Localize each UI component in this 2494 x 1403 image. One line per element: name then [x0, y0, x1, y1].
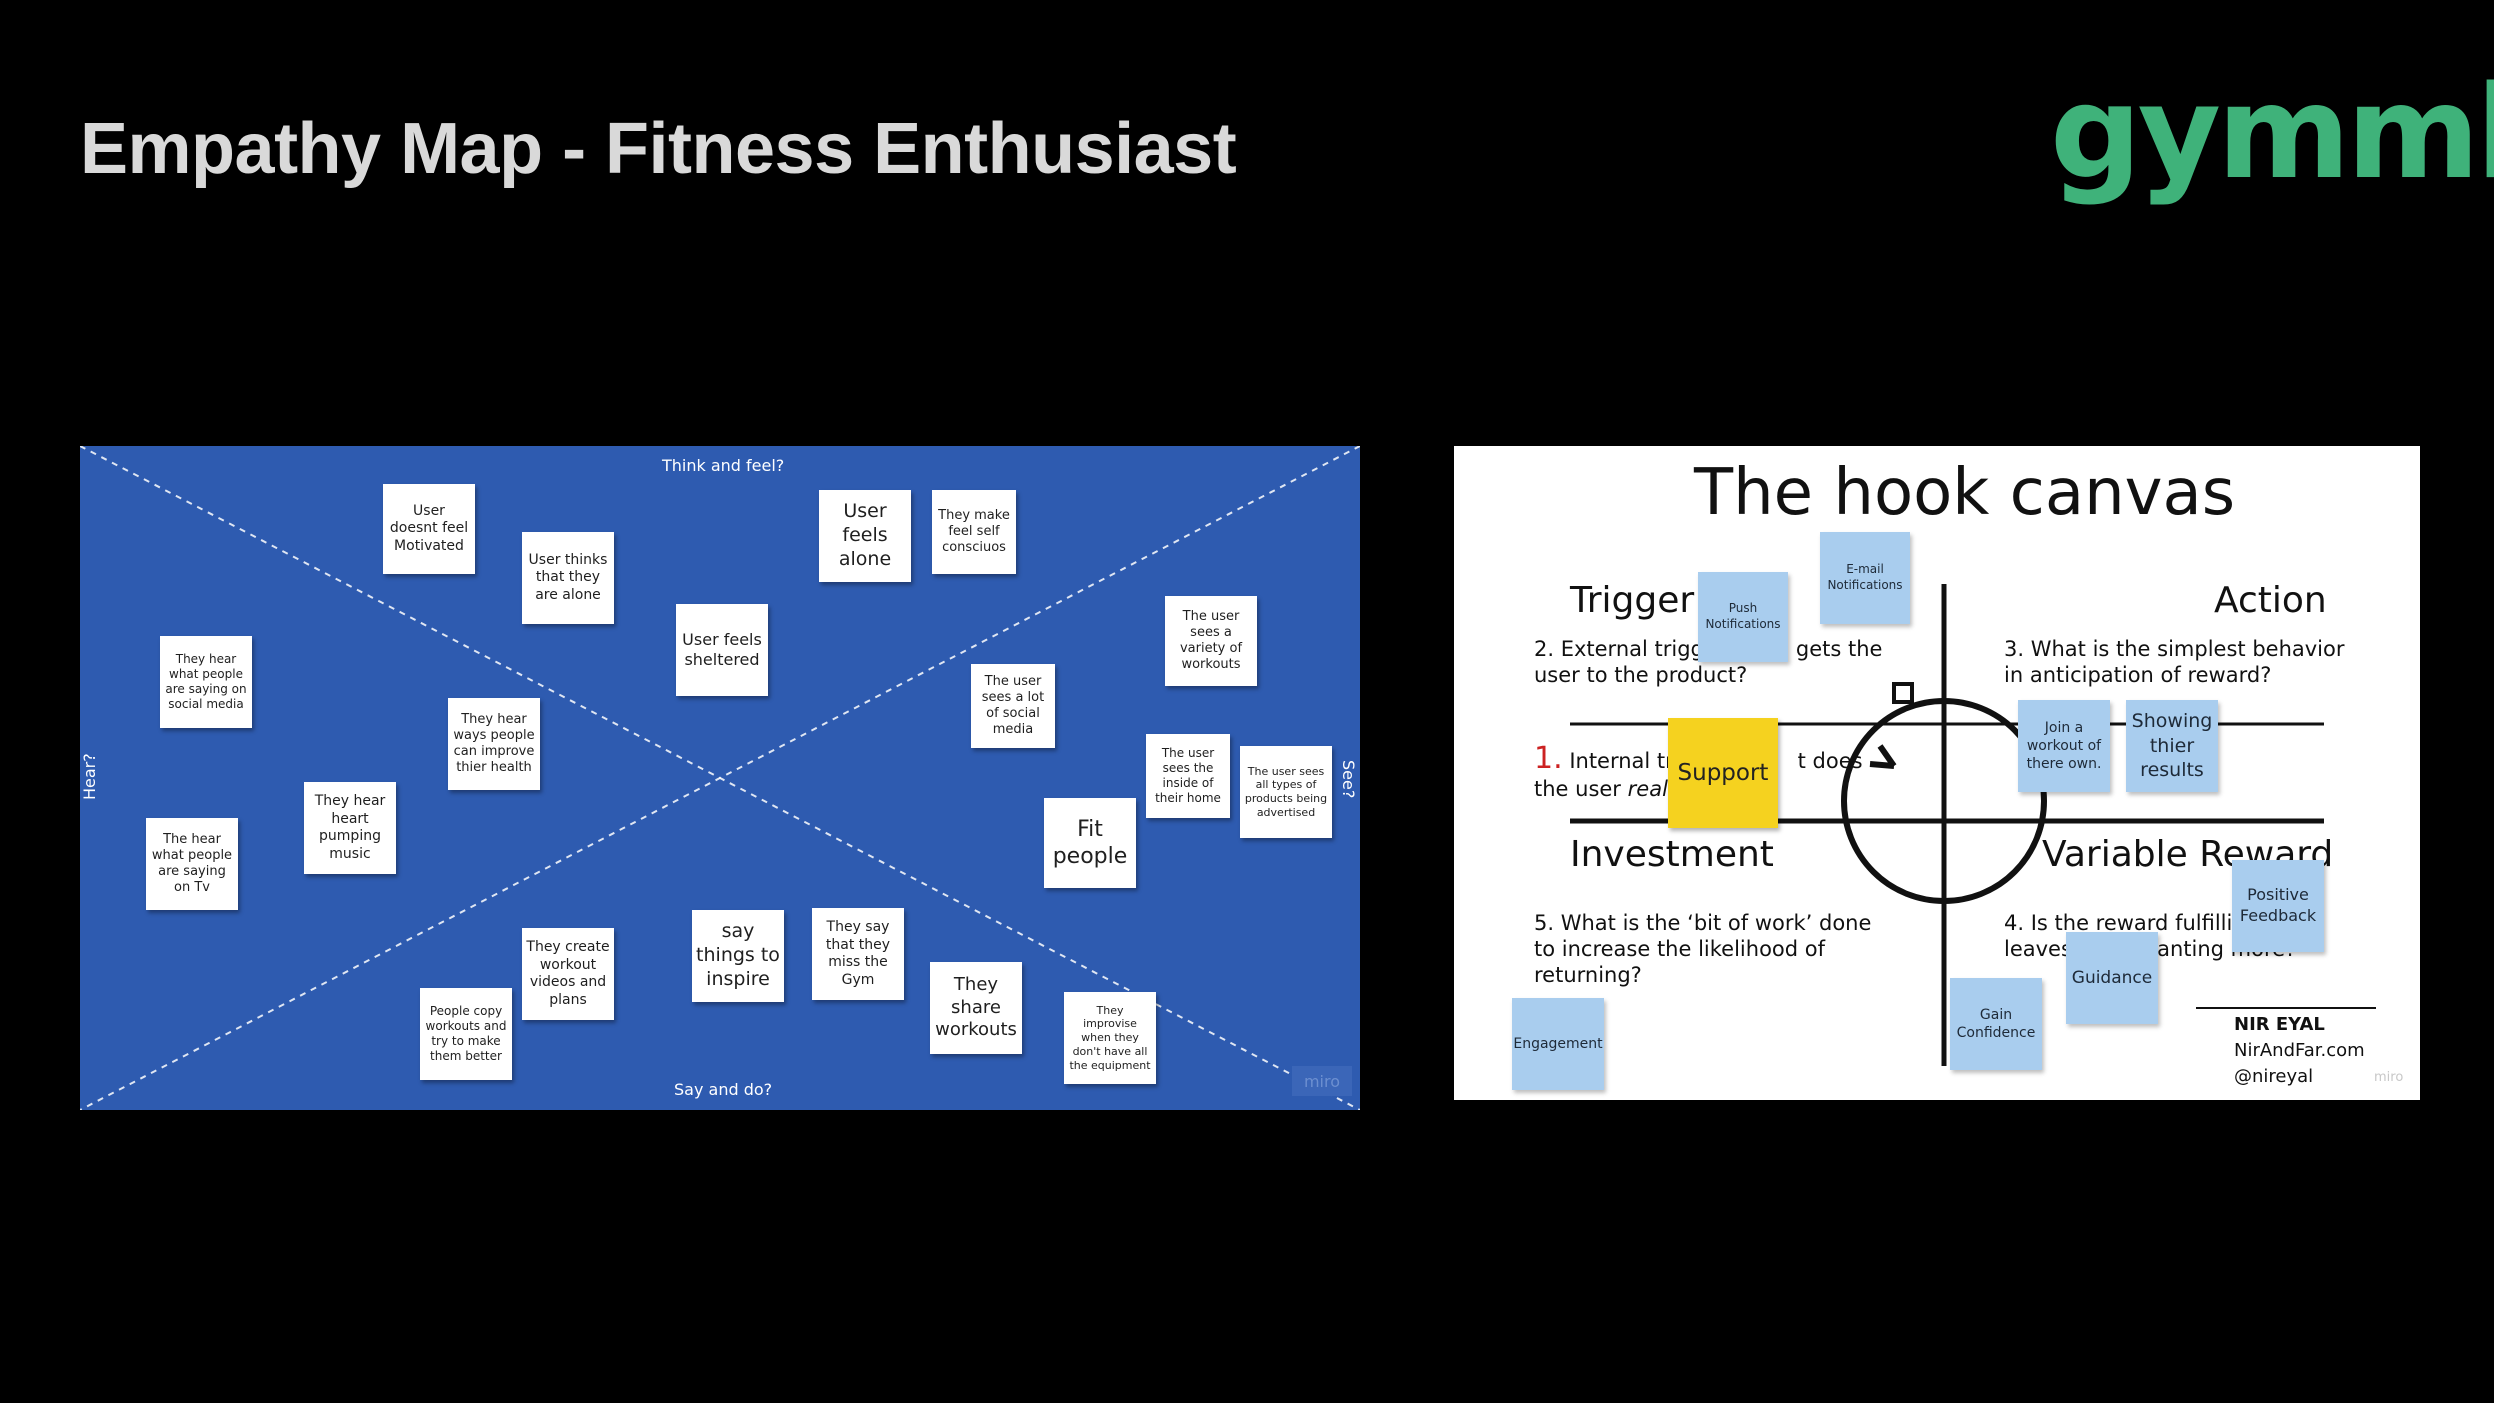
trigger-heading: Trigger [1570, 580, 1695, 621]
q2-line2: user to the product? [1534, 663, 1748, 687]
sticky-note-blue[interactable]: Push Notifications [1698, 572, 1788, 662]
sticky-note[interactable]: They share workouts [930, 962, 1022, 1054]
sticky-note[interactable]: User feels alone [819, 490, 911, 582]
sticky-note[interactable]: They hear ways people can improve thier … [448, 698, 540, 790]
sticky-note-blue[interactable]: Engagement [1512, 998, 1604, 1090]
action-heading: Action [2214, 580, 2327, 621]
sticky-note[interactable]: They say that they miss the Gym [812, 908, 904, 1000]
sticky-note[interactable]: They make feel self consciuos [932, 490, 1016, 574]
page-title: Empathy Map - Fitness Enthusiast [80, 109, 1237, 189]
hear-label: Hear? [80, 753, 99, 800]
hook-canvas-title: The hook canvas [1694, 456, 2236, 530]
investment-heading: Investment [1570, 834, 1774, 875]
sticky-note[interactable]: They hear heart pumping music [304, 782, 396, 874]
q3-line2: in anticipation of reward? [2004, 663, 2272, 687]
sticky-note[interactable]: They improvise when they don't have all … [1064, 992, 1156, 1084]
say-do-label: Say and do? [674, 1080, 773, 1099]
q5-line1: 5. What is the ‘bit of work’ done [1534, 911, 1872, 935]
hook-canvas-board[interactable]: The hook canvas Trigger Action Investmen… [1454, 446, 2420, 1100]
sticky-note-blue[interactable]: Showing thier results [2126, 700, 2218, 792]
q5-line3: returning? [1534, 963, 1642, 987]
miro-watermark: miro [1292, 1066, 1352, 1096]
author-site[interactable]: NirAndFar.com [2234, 1040, 2365, 1061]
sticky-note-blue[interactable]: Guidance [2066, 932, 2158, 1024]
sticky-note[interactable]: They create workout videos and plans [522, 928, 614, 1020]
sticky-note[interactable]: The hear what people are saying on Tv [146, 818, 238, 910]
q4-line1: 4. Is the reward fulfillin [2004, 911, 2246, 935]
sticky-note[interactable]: The user sees the inside of their home [1146, 734, 1230, 818]
sticky-note[interactable]: User thinks that they are alone [522, 532, 614, 624]
sticky-note-blue[interactable]: E-mail Notifications [1820, 532, 1910, 624]
sticky-note[interactable]: They hear what people are saying on soci… [160, 636, 252, 728]
sticky-note-yellow[interactable]: Support [1668, 718, 1778, 828]
empathy-map-board[interactable]: Think and feel? Say and do? Hear? See? U… [80, 446, 1360, 1110]
q1-line2: the user reall [1534, 777, 1674, 801]
author-handle[interactable]: @nireyal [2234, 1066, 2314, 1087]
sticky-note[interactable]: Fit people [1044, 798, 1136, 888]
miro-watermark: miro [2374, 1070, 2404, 1085]
sticky-note[interactable]: The user sees all types of products bein… [1240, 746, 1332, 838]
sticky-note[interactable]: The user sees a lot of social media [971, 664, 1055, 748]
sticky-note-blue[interactable]: Positive Feedback [2232, 860, 2324, 952]
sticky-note[interactable]: User feels sheltered [676, 604, 768, 696]
sticky-note[interactable]: People copy workouts and try to make the… [420, 988, 512, 1080]
sticky-note-blue[interactable]: Gain Confidence [1950, 978, 2042, 1070]
think-feel-label: Think and feel? [662, 456, 785, 475]
q3-line1: 3. What is the simplest behavior [2004, 637, 2345, 661]
author-name: NIR EYAL [2234, 1014, 2325, 1035]
sticky-note[interactable]: say things to inspire [692, 910, 784, 1002]
q5-line2: to increase the likelihood of [1534, 937, 1826, 961]
sticky-note[interactable]: The user sees a variety of workouts [1165, 596, 1257, 686]
gymmly-logo: gymmly [2050, 59, 2494, 208]
see-label: See? [1339, 760, 1358, 799]
sticky-note-blue[interactable]: Join a workout of there own. [2018, 700, 2110, 792]
sticky-note[interactable]: User doesnt feel Motivated [383, 484, 475, 574]
